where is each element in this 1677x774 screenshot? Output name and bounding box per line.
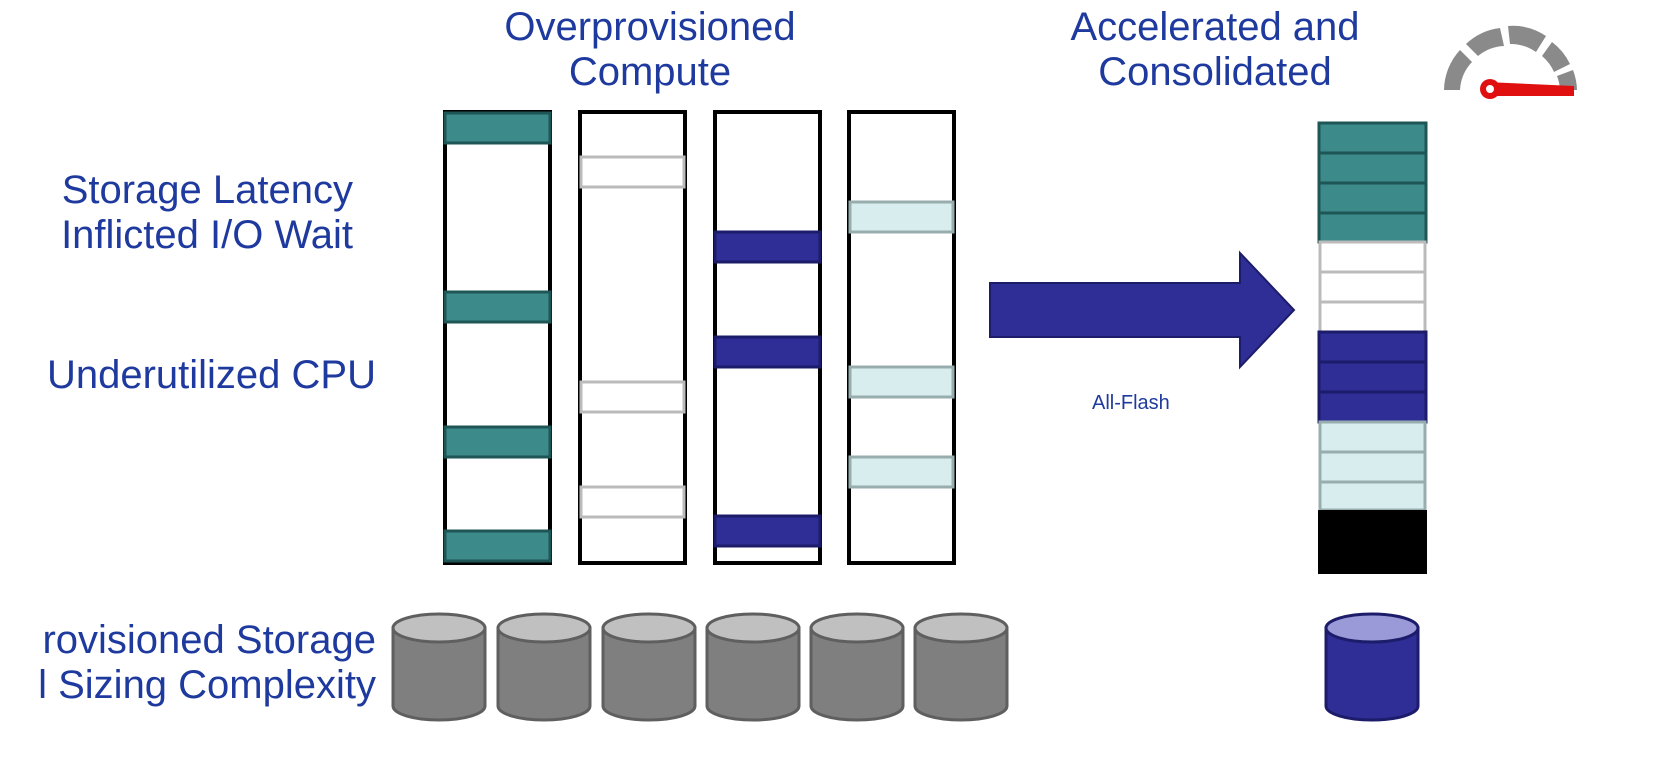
column-frame xyxy=(847,110,956,565)
white-block xyxy=(1318,270,1427,304)
teal-block xyxy=(443,290,552,324)
navy-block xyxy=(713,514,822,548)
cyan-block xyxy=(848,365,955,399)
teal-block xyxy=(1317,211,1428,244)
database-cylinder-icon xyxy=(601,612,697,722)
all-flash-label: All-Flash xyxy=(1092,392,1170,414)
underutilized-cpu-label: Underutilized CPU xyxy=(46,353,376,397)
cyan-block xyxy=(1318,450,1427,484)
white-block xyxy=(579,485,686,519)
black-block xyxy=(1318,510,1427,574)
white-block xyxy=(1318,300,1427,334)
white-block xyxy=(579,380,686,414)
white-block xyxy=(1318,240,1427,274)
teal-block xyxy=(1317,121,1428,155)
database-cylinder-icon xyxy=(496,612,592,722)
navy-block xyxy=(713,335,822,369)
storage-latency-line2: Inflicted I/O Wait xyxy=(61,213,353,258)
database-cylinder-icon xyxy=(913,612,1009,722)
overprovisioned-compute-title: Overprovisioned Compute xyxy=(495,5,805,95)
navy-block xyxy=(1317,390,1428,424)
storage-array xyxy=(391,612,1009,722)
overprovisioned-compute-line2: Compute xyxy=(568,50,732,95)
overprovisioned-storage-label: rovisioned Storage l Sizing Complexity xyxy=(0,618,376,708)
navy-block xyxy=(713,230,822,264)
overprovisioned-storage-line2: l Sizing Complexity xyxy=(38,663,376,708)
database-cylinder-icon xyxy=(391,612,487,722)
teal-block xyxy=(1317,151,1428,185)
teal-block xyxy=(1317,181,1428,215)
compute-column-3 xyxy=(713,110,822,565)
cyan-block xyxy=(848,455,955,489)
teal-block xyxy=(443,529,552,563)
storage-latency-label: Storage Latency Inflicted I/O Wait xyxy=(0,168,353,258)
teal-block xyxy=(443,111,552,145)
accelerated-line2: Consolidated xyxy=(1098,50,1332,95)
white-block xyxy=(579,155,686,189)
flash-cylinder-icon xyxy=(1324,612,1420,722)
speedometer-icon xyxy=(1444,25,1577,99)
compute-column-4 xyxy=(847,110,956,565)
accelerated-line1: Accelerated and xyxy=(1070,5,1360,49)
overprovisioned-storage-line1: rovisioned Storage xyxy=(42,618,376,662)
navy-block xyxy=(1317,360,1428,394)
cyan-block xyxy=(1318,480,1427,512)
cyan-block xyxy=(848,200,955,234)
navy-block xyxy=(1317,330,1428,364)
cyan-block xyxy=(1318,420,1427,454)
column-frame xyxy=(443,110,552,565)
database-cylinder-icon xyxy=(809,612,905,722)
teal-block xyxy=(443,425,552,459)
right-arrow-icon xyxy=(989,250,1296,370)
consolidated-stack xyxy=(1317,121,1428,574)
database-cylinder-icon xyxy=(705,612,801,722)
compute-column-1 xyxy=(443,110,552,565)
overprovisioned-compute-line1: Overprovisioned xyxy=(504,5,796,49)
compute-column-2 xyxy=(578,110,687,565)
accelerated-consolidated-title: Accelerated and Consolidated xyxy=(1060,5,1370,95)
storage-latency-line1: Storage Latency xyxy=(61,168,353,212)
